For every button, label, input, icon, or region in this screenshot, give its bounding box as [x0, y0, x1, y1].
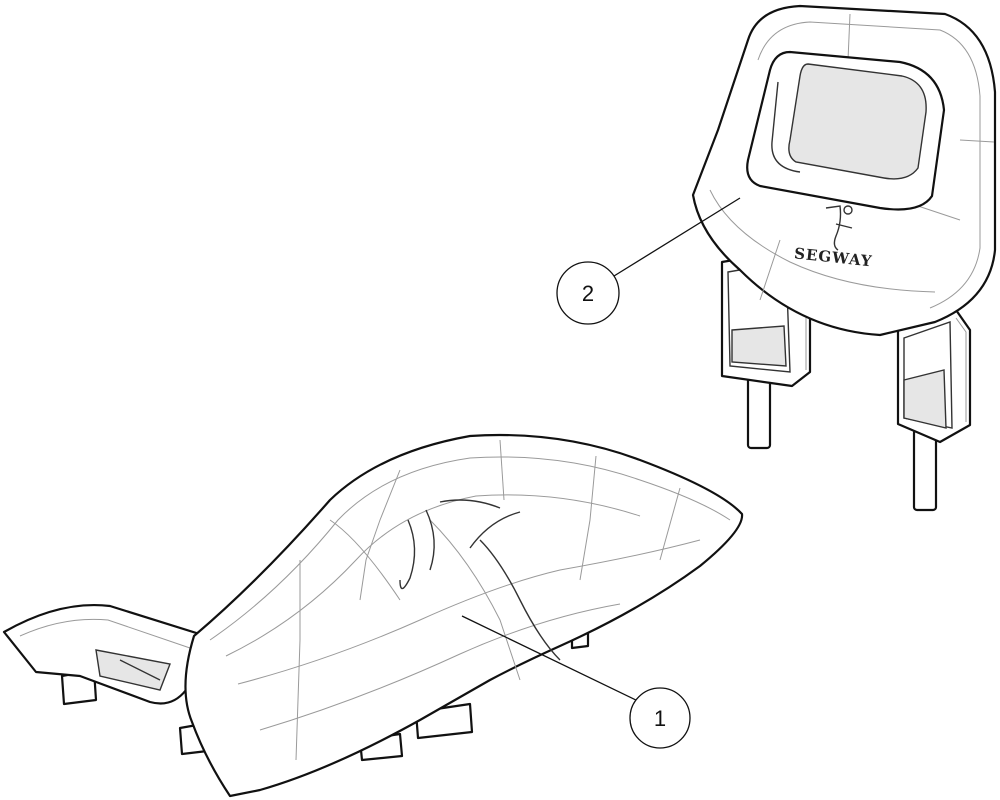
seat-seams — [209, 439, 731, 761]
callout-1-label: 1 — [654, 706, 666, 731]
callout-2-label: 2 — [582, 281, 594, 306]
backrest-right-post — [896, 308, 972, 512]
callout-1-circle — [629, 687, 691, 749]
callout-2-circle — [556, 261, 620, 325]
leader-line-2 — [613, 197, 741, 277]
backrest: SEGWAY — [691, 4, 997, 512]
backrest-cushion: SEGWAY — [691, 4, 997, 337]
segway-logo-icon — [825, 205, 853, 251]
callout-2: 2 — [556, 197, 741, 325]
seat-rear-frame — [2, 603, 209, 705]
seat — [2, 433, 744, 798]
seat-center-ridge — [399, 499, 561, 661]
leader-line-1 — [461, 615, 641, 703]
callout-1: 1 — [461, 615, 691, 749]
